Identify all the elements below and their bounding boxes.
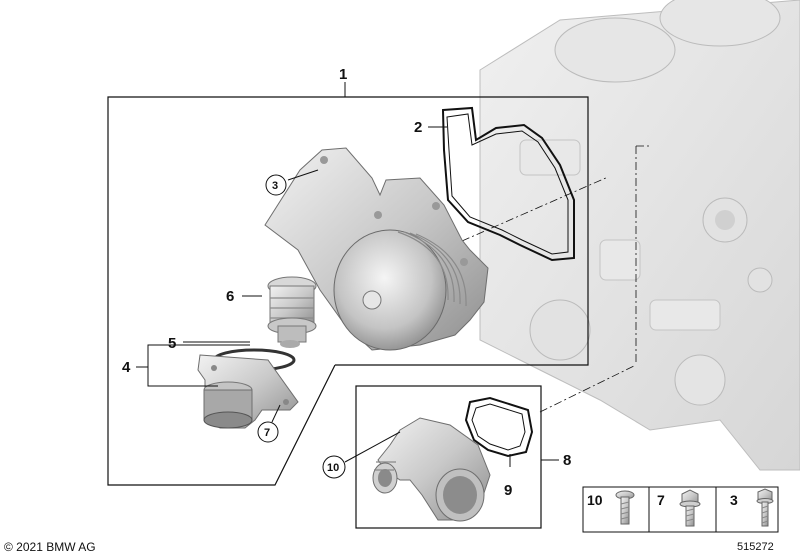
callout-5: 5 [168,335,176,352]
fastener-legend: 10 7 3 [582,486,779,533]
legend-number-7: 7 [657,492,665,508]
callout-6: 6 [226,288,234,305]
flange-bolt-icon [679,489,701,527]
callout-9: 9 [504,482,512,499]
callout-1: 1 [339,66,347,83]
callout-10-circle [322,455,346,479]
callout-7: 7 [264,427,270,439]
assembly-frame-8 [355,385,542,529]
water-pump [264,147,489,351]
thermostat-housing-4 [197,354,299,429]
legend-number-3: 3 [730,492,738,508]
callout-3-circle [265,174,287,196]
callout-7-circle [257,421,279,443]
callout-8: 8 [563,452,571,469]
screw-icon [615,490,635,525]
legend-number-10: 10 [587,492,603,508]
gasket-2 [441,106,575,262]
assembly-frame-1 [107,96,589,486]
engine-block [479,0,800,471]
gasket-9 [464,396,534,458]
callout-2: 2 [414,119,422,136]
bolt-icon [756,488,774,527]
callout-3: 3 [272,180,278,192]
callout-10: 10 [327,462,339,474]
copyright-text: © 2021 BMW AG [4,540,96,554]
connection-lines [461,145,652,413]
callout-4: 4 [122,359,131,376]
leader-lines [136,82,559,467]
diagram-id: 515272 [737,541,774,553]
thermostat-6 [267,276,317,348]
coolant-connector-10 [372,417,491,522]
